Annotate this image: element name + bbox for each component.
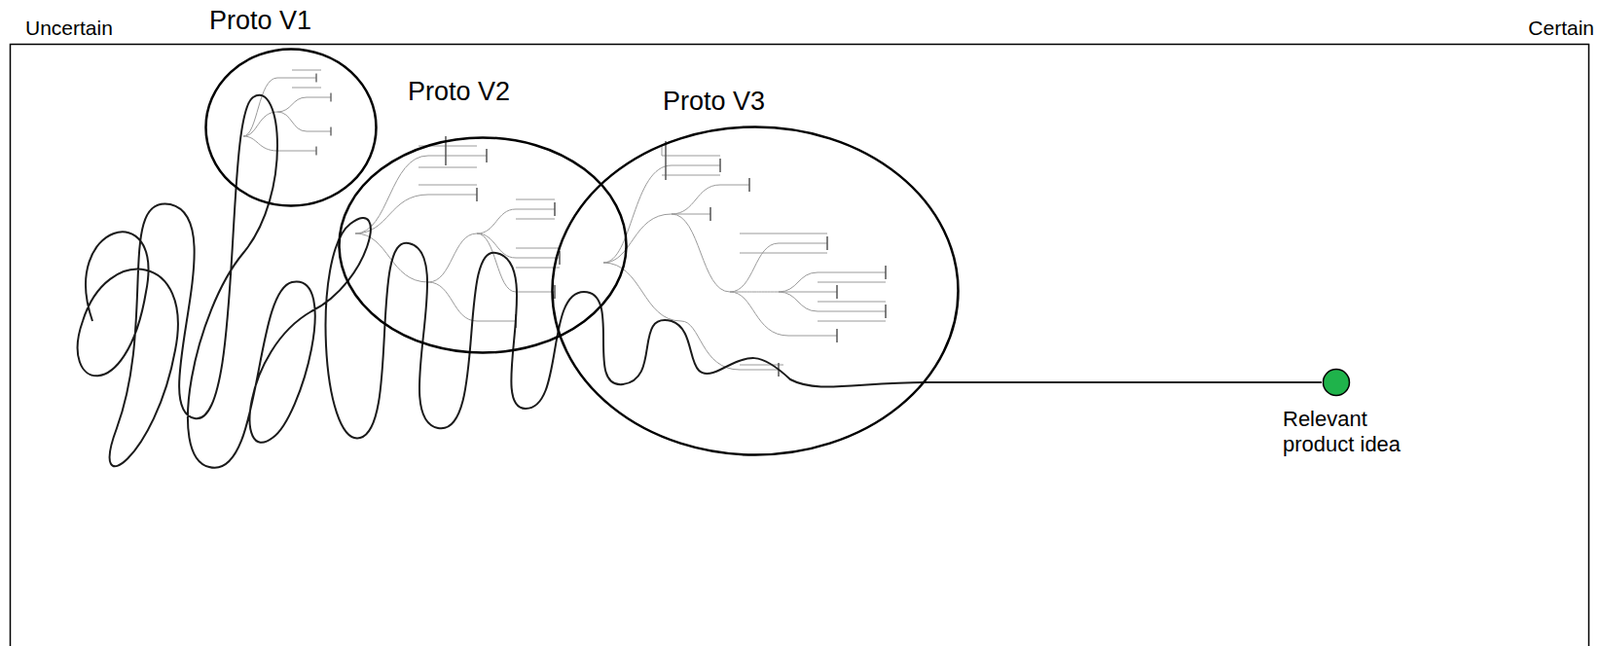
- path-line: [925, 382, 1322, 384]
- prototype-label: Proto V1: [209, 4, 312, 37]
- exploration-scribble: [77, 95, 927, 469]
- outline: [1323, 369, 1350, 397]
- dot-shape: [1321, 367, 1351, 398]
- prototype-label: Proto V2: [407, 75, 510, 108]
- outline: [206, 49, 377, 207]
- prototype-ellipse: Proto V1: [204, 47, 378, 208]
- frame: [10, 44, 1590, 646]
- outline: [339, 138, 627, 354]
- tree-sketches: [243, 70, 886, 377]
- ellipse-outline: [550, 125, 960, 457]
- ellipse-outline: [337, 136, 628, 355]
- prototype-ellipse: Proto V3: [550, 125, 960, 457]
- axis-label: Uncertain: [25, 15, 113, 40]
- ellipse-outline: [204, 47, 378, 208]
- outline: [552, 127, 959, 456]
- connector-line: [925, 381, 1322, 384]
- axis-label: Certain: [1527, 15, 1595, 40]
- goal-label: Relevant product idea: [1282, 406, 1429, 459]
- prototype-label: Proto V3: [662, 85, 765, 117]
- prototype-ellipse: Proto V2: [337, 136, 628, 355]
- goal-dot: Relevant product idea: [1321, 367, 1351, 398]
